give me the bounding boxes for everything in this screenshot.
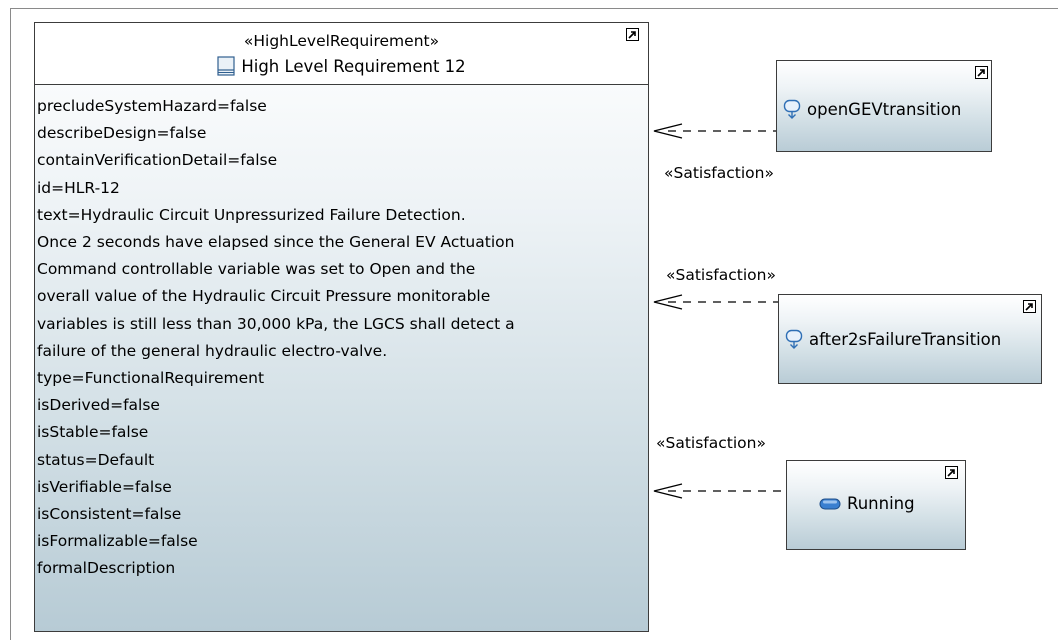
requirement-block[interactable]: «HighLevelRequirement» High Level Requir… <box>34 22 649 632</box>
transition-name: after2sFailureTransition <box>809 329 1002 349</box>
requirement-header: «HighLevelRequirement» High Level Requir… <box>35 23 648 85</box>
satisfaction-label-2: «Satisfaction» <box>666 266 776 284</box>
requirement-property: describeDesign=false <box>37 124 207 143</box>
open-link-icon[interactable] <box>1023 300 1036 313</box>
requirement-properties: precludeSystemHazard=false describeDesign… <box>35 93 515 583</box>
satisfaction-connector-1[interactable] <box>653 123 776 139</box>
requirement-property: status=Default <box>37 450 155 469</box>
state-name: Running <box>847 494 915 513</box>
requirement-property: isFormalizable=false <box>37 532 198 551</box>
satisfaction-connector-3[interactable] <box>653 483 786 499</box>
open-link-icon[interactable] <box>945 466 958 479</box>
state-label-row: Running <box>819 494 915 513</box>
requirement-property: text=Hydraulic Circuit Unpressurized Fai… <box>37 205 466 224</box>
requirement-property: id=HLR-12 <box>37 178 120 197</box>
transition-label-row: after2sFailureTransition <box>785 329 1001 349</box>
requirement-property: isVerifiable=false <box>37 477 172 496</box>
requirement-property: precludeSystemHazard=false <box>37 97 267 115</box>
requirement-property: Once 2 seconds have elapsed since the Ge… <box>37 233 515 252</box>
state-icon <box>819 498 841 509</box>
diagram-frame <box>10 8 1058 640</box>
requirement-title-row: High Level Requirement 12 <box>35 56 648 76</box>
open-link-icon[interactable] <box>626 28 639 41</box>
transition-after2sFailure[interactable]: after2sFailureTransition <box>778 294 1042 384</box>
satisfaction-connector-2[interactable] <box>653 294 778 310</box>
transition-label-row: openGEVtransition <box>783 99 961 119</box>
requirement-property: containVerificationDetail=false <box>37 151 278 170</box>
requirement-property: isConsistent=false <box>37 505 182 524</box>
satisfaction-label-1: «Satisfaction» <box>664 164 774 182</box>
requirement-property: variables is still less than 30,000 kPa,… <box>37 314 515 333</box>
state-running[interactable]: Running <box>786 460 966 550</box>
requirement-property: type=FunctionalRequirement <box>37 369 265 388</box>
open-link-icon[interactable] <box>975 66 988 79</box>
transition-icon <box>783 99 801 119</box>
requirement-property: isDerived=false <box>37 396 160 415</box>
transition-icon <box>785 329 803 349</box>
requirement-icon <box>217 56 235 76</box>
requirement-property: formalDescription <box>37 559 176 578</box>
satisfaction-label-3: «Satisfaction» <box>656 434 766 452</box>
requirement-property: Command controllable variable was set to… <box>37 260 476 279</box>
transition-name: openGEVtransition <box>807 99 962 119</box>
requirement-stereotype: «HighLevelRequirement» <box>243 32 440 50</box>
requirement-name: High Level Requirement 12 <box>241 56 466 76</box>
requirement-property: overall value of the Hydraulic Circuit P… <box>37 287 491 306</box>
transition-openGEV[interactable]: openGEVtransition <box>776 60 992 152</box>
requirement-property: failure of the general hydraulic electro… <box>37 341 388 360</box>
requirement-property: isStable=false <box>37 423 149 442</box>
